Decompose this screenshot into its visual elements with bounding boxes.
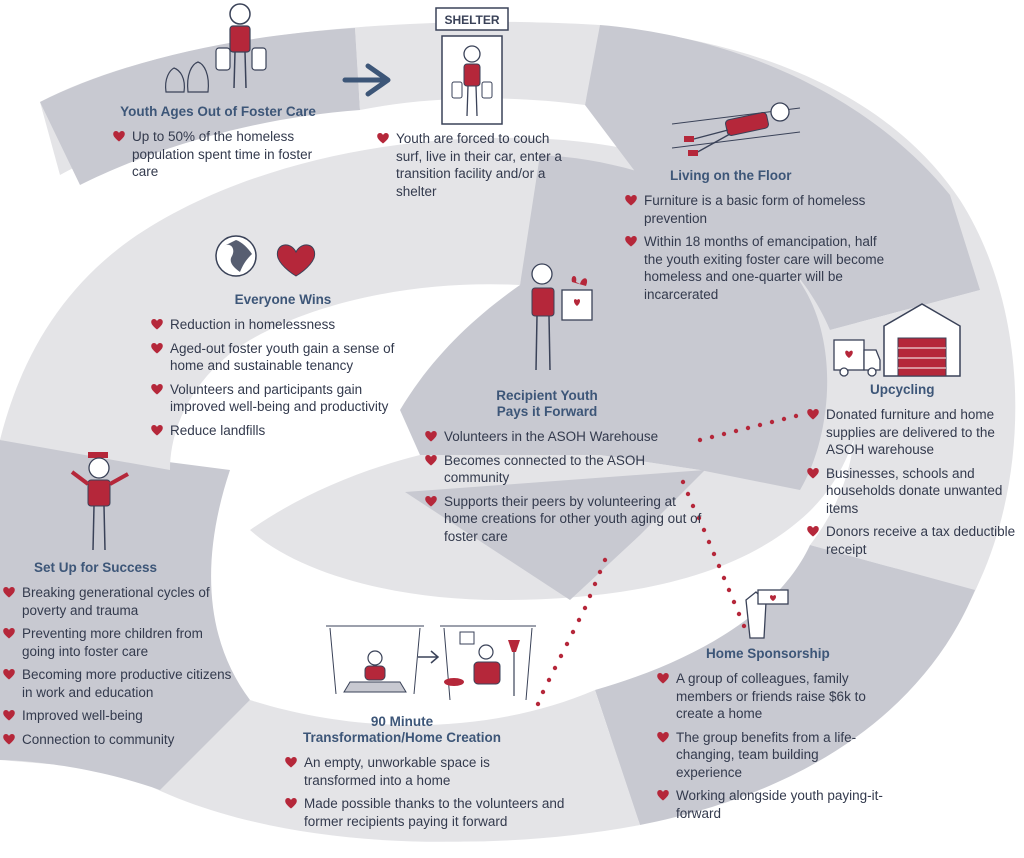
list-item: Youth are forced to couch surf, live in … (374, 130, 574, 200)
list-item: Aged-out foster youth gain a sense of ho… (148, 340, 418, 375)
spiral-segment-youth-ages-out (40, 28, 360, 185)
spiral-segment-recipient (400, 155, 828, 490)
section-home-sponsorship: Home Sponsorship A group of colleagues, … (654, 646, 886, 828)
list-item: Furniture is a basic form of homeless pr… (622, 192, 890, 227)
section-upcycling: Upcycling Donated furniture and home sup… (804, 382, 1022, 564)
spiral-segment-success (0, 440, 250, 790)
heart-bullet-icon (3, 668, 15, 680)
heart-trail-transformation (535, 557, 608, 707)
spiral-inner-arrow (405, 470, 705, 600)
section-title: 90 Minute Transformation/Home Creation (302, 714, 502, 745)
heart-bullet-icon (285, 797, 297, 809)
heart-bullet-icon (425, 454, 437, 465)
list-item: Up to 50% of the homeless population spe… (110, 128, 332, 181)
section-title: Home Sponsorship (706, 646, 830, 661)
list-item: Working alongside youth paying-it-forwar… (654, 787, 886, 822)
list-item: Connection to community (0, 731, 232, 749)
heart-bullet-icon (3, 709, 15, 721)
list-item: Donors receive a tax deductible receipt (804, 523, 1022, 558)
heart-trail-sponsorship (680, 479, 747, 629)
heart-bullet-icon (425, 430, 437, 442)
heart-bullet-icon (3, 733, 15, 744)
flow-arrow (342, 63, 391, 97)
list-item: Donated furniture and home supplies are … (804, 406, 1022, 459)
heart-bullet-icon (657, 731, 669, 742)
section-set-up-success: Set Up for Success Breaking generational… (0, 560, 232, 754)
heart-bullet-icon (377, 132, 389, 144)
section-shelter: Youth are forced to couch surf, live in … (374, 130, 574, 206)
globe-heart-icon (215, 235, 316, 277)
heart-trail-upcycling (697, 413, 799, 443)
list-item: The group benefits from a life-changing,… (654, 729, 886, 782)
furnished-room-icon (440, 625, 536, 701)
list-item: A group of colleagues, family members or… (654, 670, 886, 723)
heart-bullet-icon (807, 525, 819, 537)
list-item: Improved well-being (0, 707, 232, 725)
heart-bullet-icon (151, 424, 163, 435)
shelter-doorway-icon: SHELTER (435, 7, 509, 125)
hand-holding-gift-icon (745, 589, 789, 639)
heart-bullet-icon (3, 586, 15, 598)
list-item: Preventing more children from going into… (0, 625, 232, 660)
heart-bullet-icon (807, 467, 819, 478)
list-item: Reduction in homelessness (148, 316, 418, 334)
delivery-truck-warehouse-icon (833, 303, 961, 377)
youth-on-floor-icon (672, 102, 801, 156)
empty-room-icon (326, 625, 424, 695)
section-title: Living on the Floor (670, 168, 792, 183)
section-title: Set Up for Success (34, 560, 158, 575)
section-transformation: 90 Minute Transformation/Home Creation A… (282, 714, 582, 836)
heart-bullet-icon (151, 342, 163, 353)
section-youth-ages-out: Youth Ages Out of Foster Care Up to 50% … (104, 104, 332, 187)
heart-bullet-icon (425, 495, 437, 506)
list-item: Breaking generational cycles of poverty … (0, 584, 232, 619)
heart-bullet-icon (285, 756, 297, 768)
heart-bullet-icon (3, 627, 15, 639)
list-item: Within 18 months of emancipation, half t… (622, 233, 890, 303)
list-item: Volunteers and participants gain improve… (148, 381, 418, 416)
youth-with-bags-icon (165, 3, 267, 93)
heart-bullet-icon (151, 318, 163, 330)
list-item: Becomes connected to the ASOH community (422, 452, 702, 487)
youth-with-box-icon (531, 263, 593, 371)
graduate-youth-icon (70, 452, 129, 551)
section-title: Recipient Youth Pays it Forward (496, 388, 598, 419)
list-item: Made possible thanks to the volunteers a… (282, 795, 582, 830)
list-item: Becoming more productive citizens in wor… (0, 666, 232, 701)
heart-bullet-icon (113, 130, 125, 142)
list-item: Volunteers in the ASOH Warehouse (422, 428, 702, 446)
spiral-segment-transformation (160, 690, 640, 842)
list-item: An empty, unworkable space is transforme… (282, 754, 582, 789)
heart-bullet-icon (625, 235, 637, 247)
spiral-segment-everyone-wins (0, 154, 540, 471)
section-recipient-youth: Recipient Youth Pays it Forward Voluntee… (422, 388, 702, 551)
section-living-floor: Living on the Floor Furniture is a basic… (622, 168, 890, 309)
arrow-right-icon (418, 650, 440, 664)
list-item: Supports their peers by volunteering at … (422, 493, 702, 546)
heart-bullet-icon (625, 194, 637, 206)
heart-bullet-icon (807, 408, 819, 420)
list-item: Reduce landfills (148, 422, 418, 440)
heart-bullet-icon (151, 383, 163, 394)
section-everyone-wins: Everyone Wins Reduction in homelessness … (148, 292, 418, 445)
list-item: Businesses, schools and households donat… (804, 465, 1022, 518)
spiral-segment-living-floor (585, 25, 980, 330)
section-title: Youth Ages Out of Foster Care (120, 104, 316, 119)
heart-bullet-icon (657, 789, 669, 801)
section-title: Everyone Wins (234, 292, 332, 307)
heart-bullet-icon (657, 672, 669, 684)
shelter-sign-text: SHELTER (444, 13, 499, 27)
section-title: Upcycling (870, 382, 935, 397)
spiral-segment-home-sponsorship (595, 545, 975, 825)
